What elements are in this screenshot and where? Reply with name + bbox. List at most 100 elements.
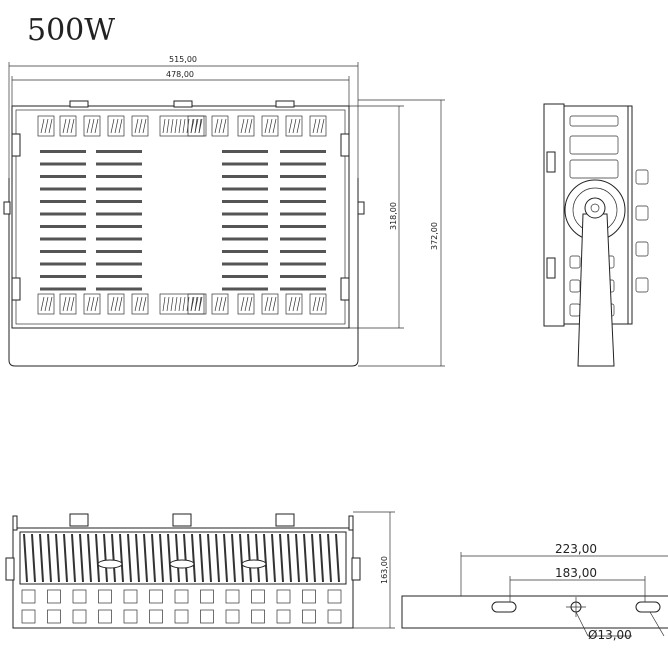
vent-louver [194, 296, 198, 312]
grid-vent [174, 609, 189, 624]
dim-318: 318,00 [389, 202, 398, 230]
vent-louver [214, 118, 219, 134]
grid-vent [276, 589, 291, 604]
vent-louver [166, 296, 170, 312]
front-view: 515,00 478,00 318,00 372,00 [3, 55, 445, 367]
fin-bolt [169, 559, 195, 569]
model-title: 500W [27, 13, 115, 48]
vent-louver [62, 296, 67, 312]
fin [63, 533, 68, 583]
led-strip [96, 175, 142, 178]
vent-cell [285, 293, 303, 315]
vent-louver [320, 118, 325, 134]
dim-223: 223,00 [555, 542, 597, 556]
vent-louver [186, 296, 190, 312]
grid-vent [251, 589, 265, 604]
vent-louver [70, 118, 75, 134]
vent-louver [166, 118, 170, 134]
led-strip [222, 150, 268, 153]
vent-louver [186, 118, 190, 134]
mount-tab [69, 100, 89, 108]
led-strip [222, 225, 268, 228]
vent-louver [268, 118, 273, 134]
vent-cell [59, 293, 77, 315]
side-slot [569, 159, 619, 179]
vent-louver [244, 296, 249, 312]
vent-louver [218, 118, 223, 134]
led-strip [40, 250, 86, 253]
rear-slot [635, 169, 649, 185]
bracket-plate [401, 595, 668, 629]
vent-louver [118, 118, 123, 134]
vent-louver [214, 296, 219, 312]
vent-louver [312, 296, 317, 312]
vent-cell-wide [159, 293, 207, 315]
led-strip [40, 212, 86, 216]
vent-louver [44, 118, 49, 134]
led-strip [40, 200, 86, 203]
led-strip [222, 275, 268, 278]
vent-cell [83, 115, 101, 137]
grid-vent [251, 609, 265, 624]
vent-louver [292, 296, 297, 312]
led-strip [96, 262, 142, 266]
grid-vent [72, 609, 87, 624]
grid-vent [276, 609, 291, 624]
fin [87, 533, 92, 583]
fin [191, 533, 196, 583]
grid-vent [123, 589, 138, 604]
led-strip [222, 287, 268, 291]
vent-louver [264, 118, 269, 134]
grid-vent [123, 609, 138, 624]
bottom-view: 163,00 [5, 511, 395, 629]
vent-cell [59, 115, 77, 137]
side-rear-plate [627, 105, 633, 325]
grid-vent [174, 589, 189, 604]
grid-vent [98, 589, 112, 604]
vent-louver [272, 118, 277, 134]
vent-louver [240, 296, 245, 312]
fin [135, 533, 140, 583]
fin [127, 533, 132, 583]
fin [55, 533, 60, 583]
fin [183, 533, 188, 583]
vent-cell [309, 115, 327, 137]
led-rows [40, 150, 326, 291]
side-slot [569, 135, 619, 155]
led-strip [96, 162, 142, 166]
rear-slot [635, 277, 649, 293]
vent-louver [162, 296, 166, 312]
led-strip [40, 275, 86, 278]
bottom-vent-grid [21, 589, 342, 624]
fin [247, 533, 252, 583]
fin [215, 533, 220, 583]
vent-louver [48, 296, 53, 312]
vent-louver [198, 296, 202, 312]
led-strip [280, 175, 326, 178]
grid-vent [200, 609, 214, 624]
vent-louver [222, 296, 227, 312]
vent-louver [296, 296, 301, 312]
vent-louver [190, 118, 194, 134]
vent-cell [285, 115, 303, 137]
vent-louver [138, 118, 143, 134]
led-strip [40, 262, 86, 266]
grid-vent [21, 589, 36, 604]
mount-tab [275, 100, 295, 108]
vent-louver [134, 296, 139, 312]
rear-slot [635, 241, 649, 257]
grid-vent [302, 609, 316, 624]
led-strip [40, 162, 86, 166]
led-strip [40, 187, 86, 191]
mount-tab [275, 513, 295, 527]
pivot-knob [357, 201, 365, 215]
fin [255, 533, 260, 583]
vent-louver [86, 118, 91, 134]
housing [11, 105, 350, 329]
grid-vent [327, 589, 342, 604]
fin [111, 533, 116, 583]
vent-cell [211, 293, 229, 315]
fin [39, 533, 44, 583]
fin [327, 533, 332, 583]
grid-vent [225, 609, 240, 624]
